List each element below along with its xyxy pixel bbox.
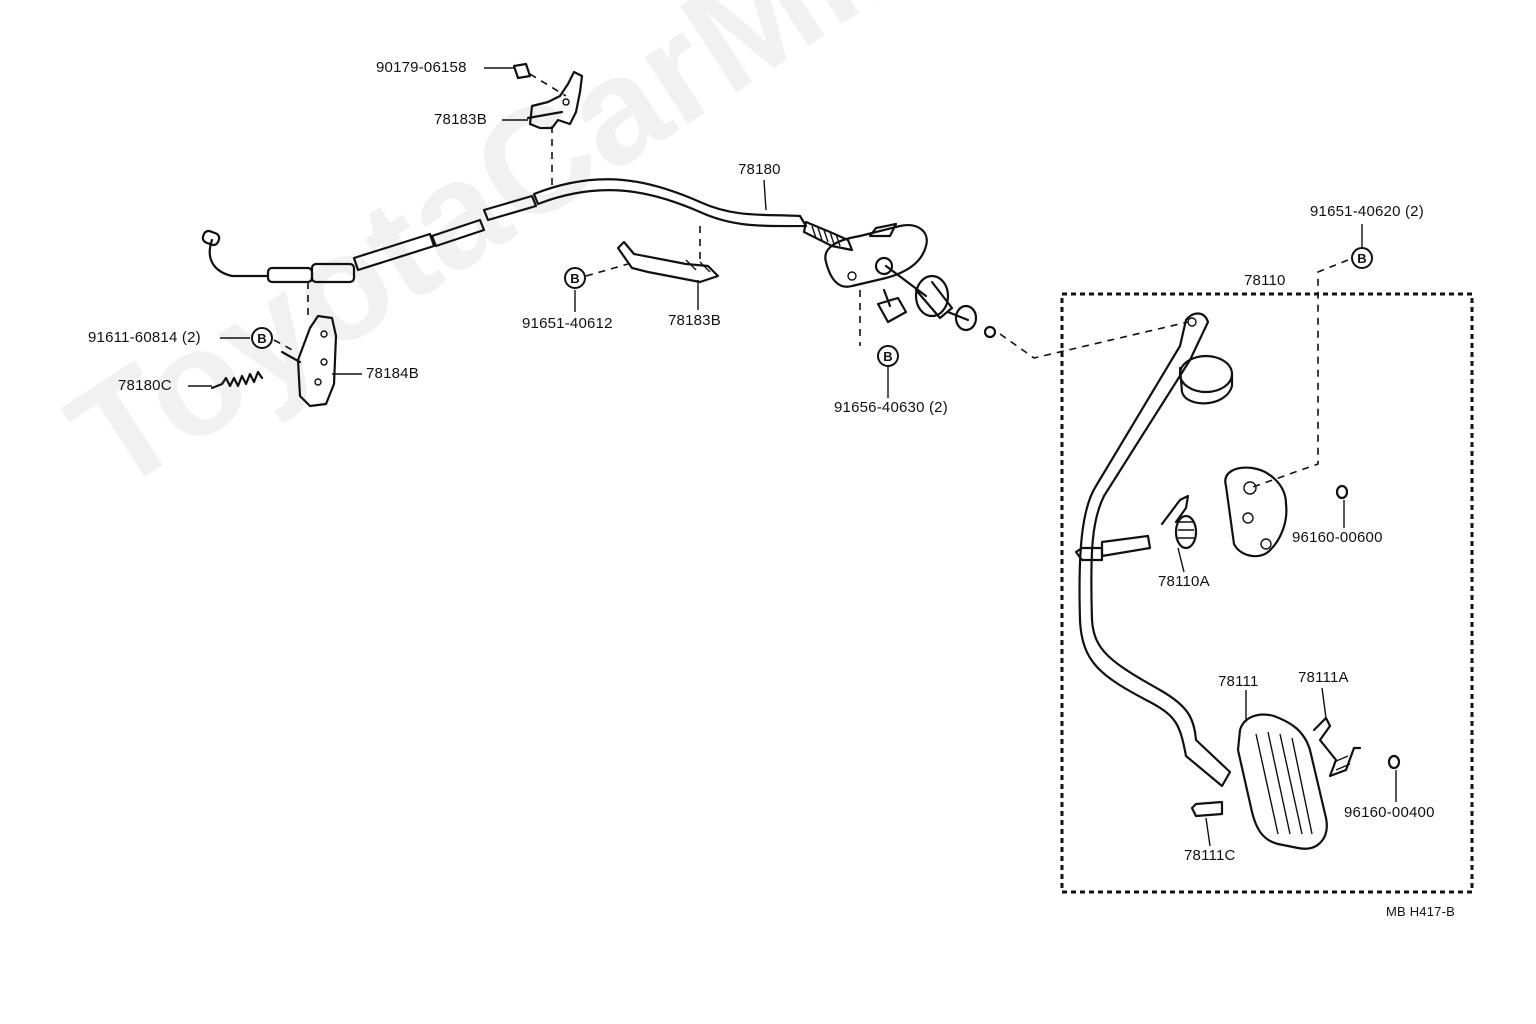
ring-lower: [1387, 754, 1401, 770]
bolt-marker-pedal-bracket: B: [1351, 247, 1373, 269]
label-cable[interactable]: 78180: [738, 161, 781, 178]
drawing-code: MB H417-B: [1386, 904, 1455, 919]
cable-boot: [802, 220, 854, 252]
pedal-stopper: [1178, 354, 1234, 394]
label-clamp-mid[interactable]: 78183B: [668, 312, 721, 329]
leader-lines: [188, 67, 1397, 847]
return-spring: [1160, 494, 1198, 550]
middle-clamp: [616, 240, 720, 284]
pad-pin: [1190, 800, 1224, 818]
label-pedal-assy[interactable]: 78110: [1244, 272, 1286, 289]
label-ring-upper[interactable]: 96160-00600: [1292, 529, 1383, 546]
bolt-marker-clamp-mid: B: [564, 267, 586, 289]
upper-clamp: [512, 62, 584, 130]
svg-text:B: B: [1357, 251, 1366, 266]
svg-text:B: B: [257, 331, 266, 346]
label-bolt-bracket-left[interactable]: 91611-60814 (2): [88, 329, 201, 346]
label-spring-left[interactable]: 78180C: [118, 377, 172, 394]
cable-sheath-left: [352, 232, 436, 272]
nut-top: [512, 62, 532, 80]
label-nut-top[interactable]: 90179-06158: [376, 59, 467, 76]
cable-adjuster: [266, 266, 314, 284]
label-return-spring[interactable]: 78110A: [1158, 573, 1210, 590]
label-bolt-clamp-mid[interactable]: 91651-40612: [522, 315, 613, 332]
ring-upper: [1335, 484, 1349, 500]
left-bracket: [280, 314, 338, 408]
accelerator-cable: [201, 178, 854, 284]
pedal-pad: [1236, 713, 1328, 850]
pedal-assembly-box: [1060, 292, 1474, 894]
label-ring-lower[interactable]: 96160-00400: [1344, 804, 1435, 821]
cable-bracket-assembly: [824, 222, 997, 339]
label-clamp-top[interactable]: 78183B: [434, 111, 487, 128]
pedal-bracket-plate: [1224, 466, 1288, 558]
svg-text:B: B: [883, 349, 892, 364]
assembly-dash-lines: [273, 73, 1349, 489]
cable-end-cap: [201, 229, 221, 247]
label-bolt-pedal-bracket[interactable]: 91651-40620 (2): [1310, 203, 1424, 220]
svg-text:B: B: [570, 271, 579, 286]
label-bolt-cable-bracket[interactable]: 91656-40630 (2): [834, 399, 948, 416]
label-pedal-pad[interactable]: 78111: [1218, 673, 1259, 690]
pedal-shaft: [1074, 534, 1152, 562]
label-pad-spring[interactable]: 78111A: [1298, 669, 1349, 686]
left-spring: [210, 370, 264, 390]
bolt-marker-bracket-left: B: [251, 327, 273, 349]
pedal-arm: [1078, 312, 1234, 788]
label-bracket-left[interactable]: 78184B: [366, 365, 419, 382]
pad-spring: [1312, 716, 1362, 778]
label-pad-pin[interactable]: 78111C: [1184, 847, 1236, 864]
bolt-marker-cable-bracket: B: [877, 345, 899, 367]
